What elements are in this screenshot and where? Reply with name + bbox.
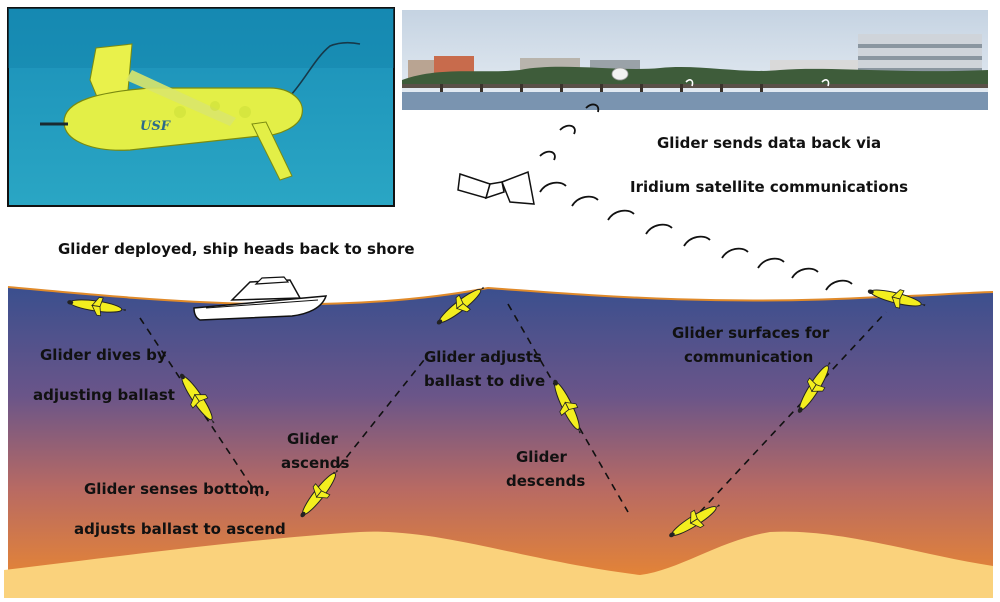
label-surfaces-line2: communication [684,348,813,366]
label-satellite-line2: Iridium satellite communications [630,178,908,196]
ocean-water [8,287,993,598]
label-deployed: Glider deployed, ship heads back to shor… [58,240,415,258]
glider-photo: USF [7,7,395,207]
label-adjusts-line2: ballast to dive [424,372,545,390]
label-ascends-line1: Glider [287,430,339,448]
label-senses-line2: adjusts ballast to ascend [74,520,286,538]
label-dives-line1: Glider dives by [40,346,167,364]
label-satellite-line1: Glider sends data back via [657,134,881,152]
label-dives-line2: adjusting ballast [33,386,175,404]
label-senses-line1: Glider senses bottom, [84,480,270,498]
satellite-icon [457,170,535,205]
label-ascends-line2: ascends [281,454,350,472]
boat-icon [193,276,328,321]
ocean-cross-section [4,286,994,598]
diagram-labels: Glider sends data back via Iridium satel… [33,134,908,538]
label-descends-line2: descends [506,472,585,490]
label-adjusts-line1: Glider adjusts [424,348,542,366]
label-surfaces-line1: Glider surfaces for [672,324,830,342]
label-descends-line1: Glider [516,448,568,466]
shoreline-photo [402,10,988,110]
seabed [4,531,993,598]
comm-signal-arcs [539,103,853,291]
photo-glider-logo: USF [140,119,171,134]
